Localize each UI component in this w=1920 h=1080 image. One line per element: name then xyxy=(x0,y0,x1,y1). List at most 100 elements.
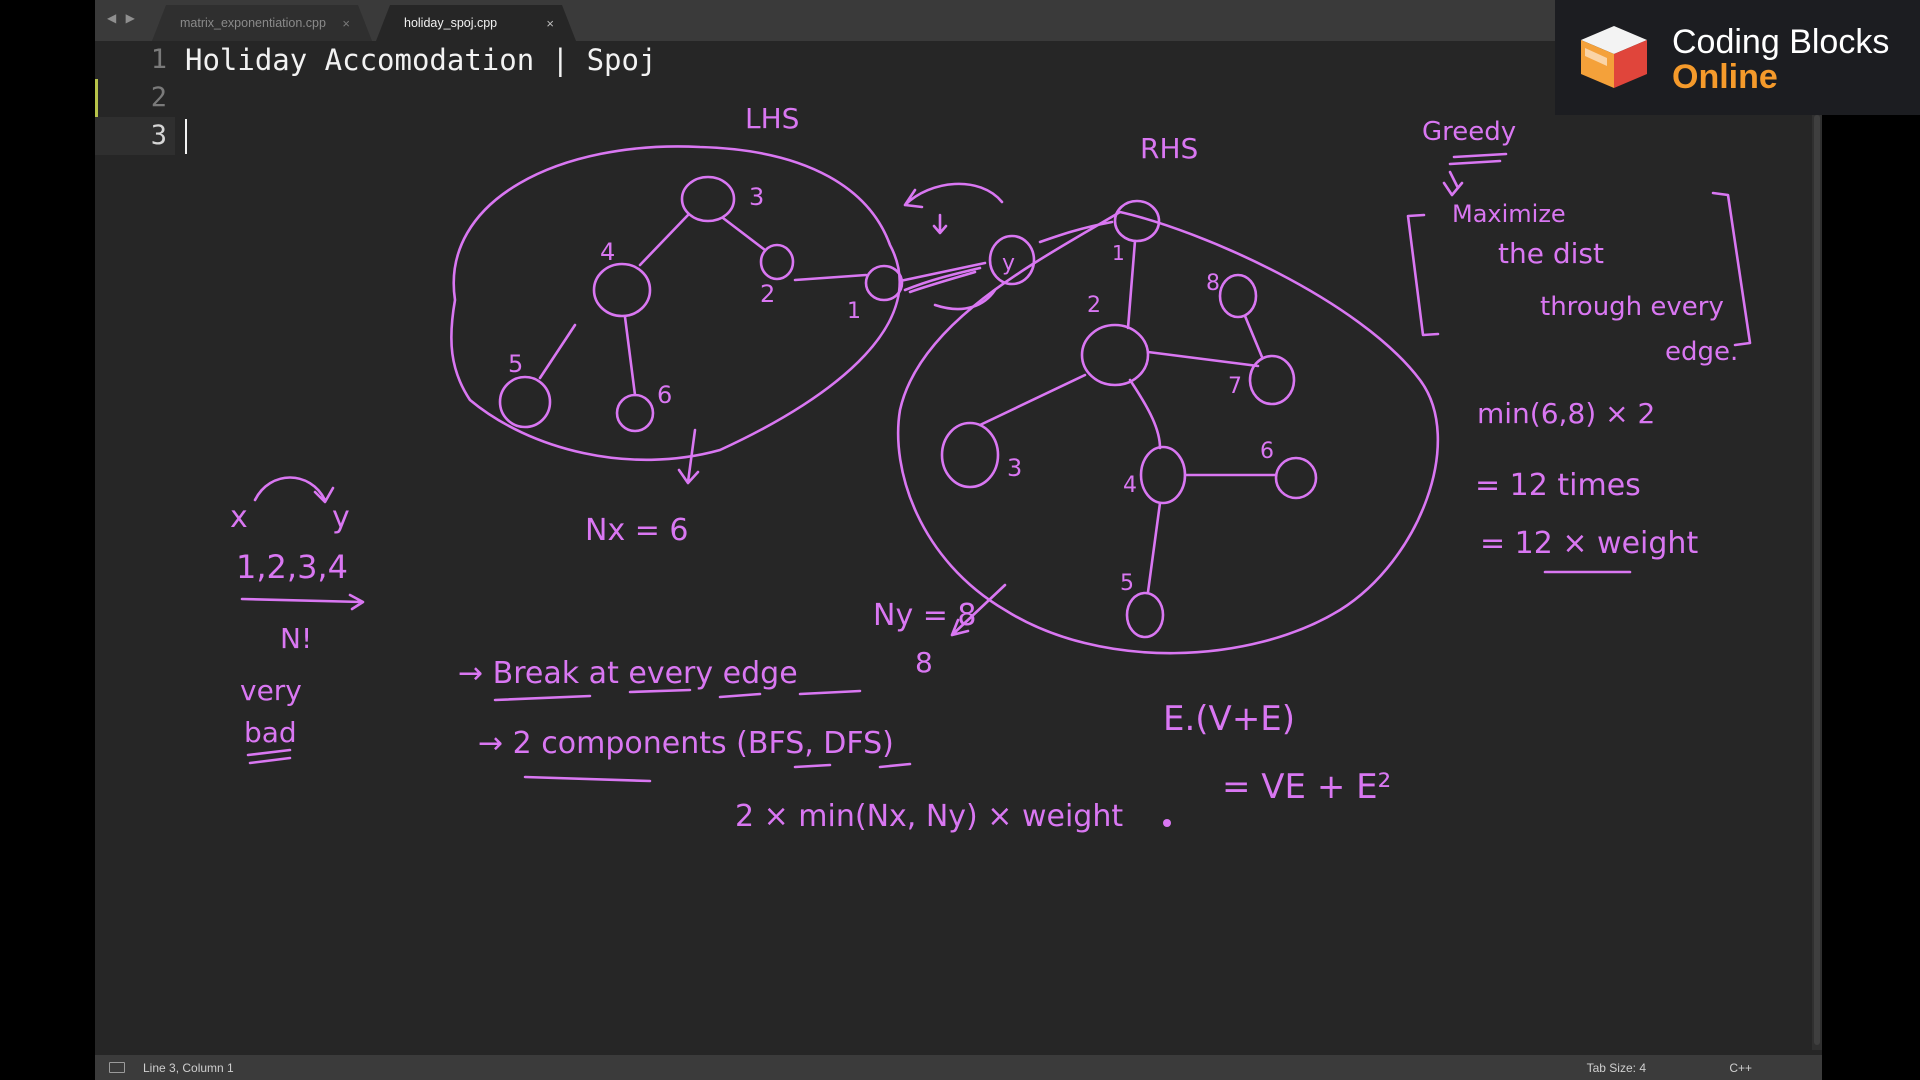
perm-bad: bad xyxy=(244,716,297,749)
ink-dot xyxy=(1163,819,1171,827)
rhs-node-label: 5 xyxy=(1120,571,1134,596)
bracket-right xyxy=(1711,191,1752,347)
perm-y: y xyxy=(332,500,350,535)
perm-seq: 1,2,3,4 xyxy=(236,548,348,586)
complexity-1: E.(V+E) xyxy=(1163,699,1295,739)
bracket-left xyxy=(1406,213,1440,337)
maximize-line: through every xyxy=(1540,292,1724,322)
lhs-node-label: 1 xyxy=(847,299,861,324)
line-number-gutter: 1 2 3 xyxy=(95,41,175,155)
cube-logo-icon xyxy=(1581,26,1647,88)
formula: 2 × min(Nx, Ny) × weight xyxy=(735,799,1123,834)
modified-line-marker xyxy=(95,79,98,117)
maximize-line: the dist xyxy=(1498,237,1604,270)
edge-end-label: y xyxy=(1002,251,1015,276)
tab-holiday-spoj[interactable]: holiday_spoj.cpp × xyxy=(376,5,576,41)
components-underlines xyxy=(523,762,912,783)
tab-bar: ◀ ▶ matrix_exponentiation.cpp × holiday_… xyxy=(95,0,1822,41)
rhs-node-label: 2 xyxy=(1087,293,1101,318)
rhs-node-label: 6 xyxy=(1260,439,1274,464)
lhs-boundary xyxy=(450,145,901,462)
syntax-mode[interactable]: C++ xyxy=(1729,1061,1752,1075)
rhs-node-1 xyxy=(1113,199,1161,243)
rhs-count-arrow xyxy=(950,583,1007,637)
greedy-underline xyxy=(1442,152,1508,197)
rhs-node-label: 8 xyxy=(1206,271,1220,296)
rhs-node-label: 3 xyxy=(1007,454,1022,482)
calc-line: = 12 times xyxy=(1475,468,1641,503)
rhs-label: RHS xyxy=(1140,132,1198,165)
brand-subtitle: Online xyxy=(1672,58,1778,96)
lhs-node-1 xyxy=(864,264,904,302)
break-every-edge: → Break at every edge xyxy=(458,656,798,691)
rhs-node-3 xyxy=(940,421,1000,489)
rhs-node-6 xyxy=(1274,456,1318,500)
components-line: → 2 components (BFS, DFS) xyxy=(478,726,894,761)
code-area[interactable]: Holiday Accomodation | Spoj xyxy=(185,41,656,155)
cursor-position[interactable]: Line 3, Column 1 xyxy=(143,1061,234,1075)
rhs-node-label: 1 xyxy=(1112,241,1125,265)
lhs-node-label: 2 xyxy=(760,280,775,308)
rhs-node-label: 4 xyxy=(1123,473,1137,498)
perm-factorial: N! xyxy=(280,622,312,655)
panel-toggle-icon[interactable] xyxy=(109,1062,125,1073)
rhs-node-5 xyxy=(1125,591,1165,639)
brand-logo: Coding Blocks Online xyxy=(1555,0,1920,115)
lhs-node-label: 4 xyxy=(600,238,615,266)
ny-label: Ny = 8 xyxy=(873,598,977,633)
greedy-label: Greedy xyxy=(1422,117,1516,147)
scrollbar-thumb[interactable] xyxy=(1814,115,1820,1045)
vertical-scrollbar[interactable] xyxy=(1812,115,1822,1050)
maximize-line: edge. xyxy=(1665,337,1738,367)
rhs-boundary xyxy=(896,210,1440,655)
lhs-node-2 xyxy=(759,243,795,281)
rhs-node-4 xyxy=(1139,445,1187,505)
line-number-current: 3 xyxy=(95,117,175,155)
perm-bad-underline xyxy=(246,748,292,765)
complexity-2: = VE + E² xyxy=(1222,767,1391,807)
pen-annotation-layer: LHS 3 4 2 5 6 1 y Nx = 6 RHS xyxy=(230,102,1752,834)
perm-x: x xyxy=(230,500,248,535)
close-icon[interactable]: × xyxy=(546,15,554,31)
code-line[interactable]: Holiday Accomodation | Spoj xyxy=(185,43,657,77)
brand-title: Coding Blocks xyxy=(1672,23,1890,61)
rhs-node-2 xyxy=(1080,323,1150,387)
line-number: 2 xyxy=(150,82,167,113)
rhs-node-7 xyxy=(1248,354,1296,406)
lhs-count-arrow xyxy=(677,428,700,485)
lhs-edges xyxy=(538,213,868,397)
close-icon[interactable]: × xyxy=(342,15,350,31)
line-number: 1 xyxy=(150,44,167,75)
text-cursor xyxy=(185,119,187,154)
rhs-node-label: 7 xyxy=(1228,374,1242,399)
calc-line: = 12 × weight xyxy=(1480,526,1698,561)
rhs-edges xyxy=(978,220,1277,594)
tab-label: matrix_exponentiation.cpp xyxy=(180,16,326,30)
lhs-node-label: 5 xyxy=(508,350,523,378)
lhs-node-3 xyxy=(680,175,736,223)
status-bar: Line 3, Column 1 Tab Size: 4 C++ xyxy=(95,1055,1822,1080)
lhs-node-label: 6 xyxy=(657,381,672,409)
lhs-label: LHS xyxy=(745,102,799,135)
tab-matrix-exponentiation[interactable]: matrix_exponentiation.cpp × xyxy=(152,5,372,41)
lhs-node-5 xyxy=(498,375,552,429)
arrow-marks xyxy=(903,182,1004,311)
broken-edge xyxy=(898,261,987,294)
tab-size[interactable]: Tab Size: 4 xyxy=(1586,1061,1646,1075)
tab-nav-arrows-icon[interactable]: ◀ ▶ xyxy=(107,11,138,25)
nx-label: Nx = 6 xyxy=(585,513,689,548)
maximize-line: Maximize xyxy=(1452,200,1566,228)
editor-window: ◀ ▶ matrix_exponentiation.cpp × holiday_… xyxy=(95,0,1822,1080)
letterbox-right xyxy=(1822,0,1920,1080)
perm-very: very xyxy=(240,674,302,707)
break-underlines xyxy=(493,688,862,702)
rhs-node-8 xyxy=(1218,273,1258,319)
rhs-node-y xyxy=(988,234,1036,286)
edge-count: 8 xyxy=(915,646,933,679)
perm-arrow xyxy=(253,476,335,504)
lhs-node-4 xyxy=(592,262,652,318)
lhs-node-6 xyxy=(615,393,655,433)
letterbox-left xyxy=(0,0,95,1080)
lhs-node-label: 3 xyxy=(749,183,764,211)
perm-seq-arrow xyxy=(240,593,365,611)
